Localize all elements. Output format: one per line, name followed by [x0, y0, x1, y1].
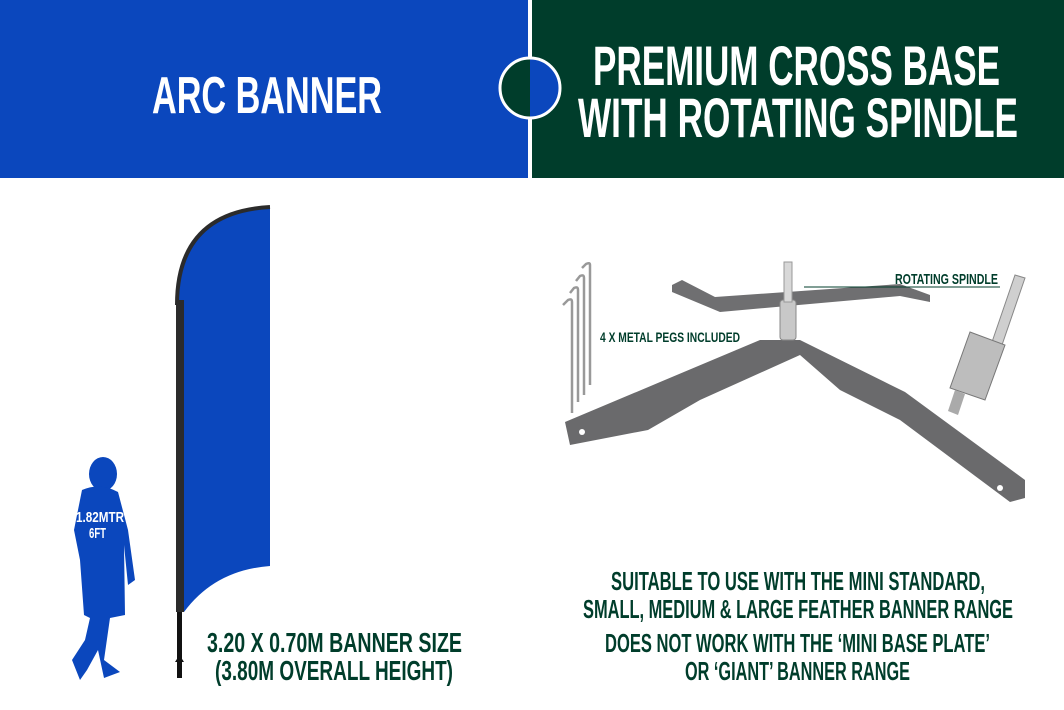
cross-base-title: PREMIUM CROSS BASE WITH ROTATING SPINDLE	[578, 34, 1018, 149]
svg-text:DOES NOT WORK WITH THE ‘MINI B: DOES NOT WORK WITH THE ‘MINI BASE PLATE’	[605, 628, 990, 658]
arc-banner-flag-illustration	[175, 205, 271, 678]
pegs-label: 4 X METAL PEGS INCLUDED	[600, 329, 740, 345]
svg-text:ARC BANNER: ARC BANNER	[152, 67, 382, 125]
person-height-label: 1.82MTR 6FT	[76, 509, 124, 542]
svg-text:SUITABLE TO USE WITH THE MINI: SUITABLE TO USE WITH THE MINI STANDARD,	[611, 566, 985, 596]
cross-base-header	[532, 0, 1064, 178]
banner-size-text: 3.20 X 0.70M BANNER SIZE (3.80M OVERALL …	[207, 627, 462, 686]
svg-text:3.20 X 0.70M BANNER SIZE: 3.20 X 0.70M BANNER SIZE	[207, 627, 462, 658]
arc-banner-title: ARC BANNER	[152, 67, 382, 125]
metal-pegs-illustration	[562, 261, 592, 413]
suitable-text: SUITABLE TO USE WITH THE MINI STANDARD, …	[583, 566, 1013, 624]
svg-text:SMALL, MEDIUM & LARGE FEATHER: SMALL, MEDIUM & LARGE FEATHER BANNER RAN…	[583, 594, 1013, 624]
svg-text:PREMIUM CROSS BASE: PREMIUM CROSS BASE	[593, 34, 1000, 97]
svg-text:6FT: 6FT	[89, 525, 106, 542]
svg-text:1.82MTR: 1.82MTR	[76, 509, 124, 526]
spindle-label: ROTATING SPINDLE	[895, 271, 998, 288]
cross-base-illustration	[565, 261, 1025, 502]
svg-text:OR ‘GIANT’ BANNER RANGE: OR ‘GIANT’ BANNER RANGE	[685, 656, 910, 686]
arc-banner-header	[0, 0, 528, 178]
person-silhouette	[72, 457, 135, 680]
svg-text:WITH ROTATING SPINDLE: WITH ROTATING SPINDLE	[578, 86, 1018, 149]
header-divider-circle	[498, 56, 562, 120]
not-compatible-text: DOES NOT WORK WITH THE ‘MINI BASE PLATE’…	[605, 628, 990, 686]
svg-text:(3.80M OVERALL HEIGHT): (3.80M OVERALL HEIGHT)	[215, 655, 453, 686]
spindle-illustration	[804, 274, 1026, 415]
